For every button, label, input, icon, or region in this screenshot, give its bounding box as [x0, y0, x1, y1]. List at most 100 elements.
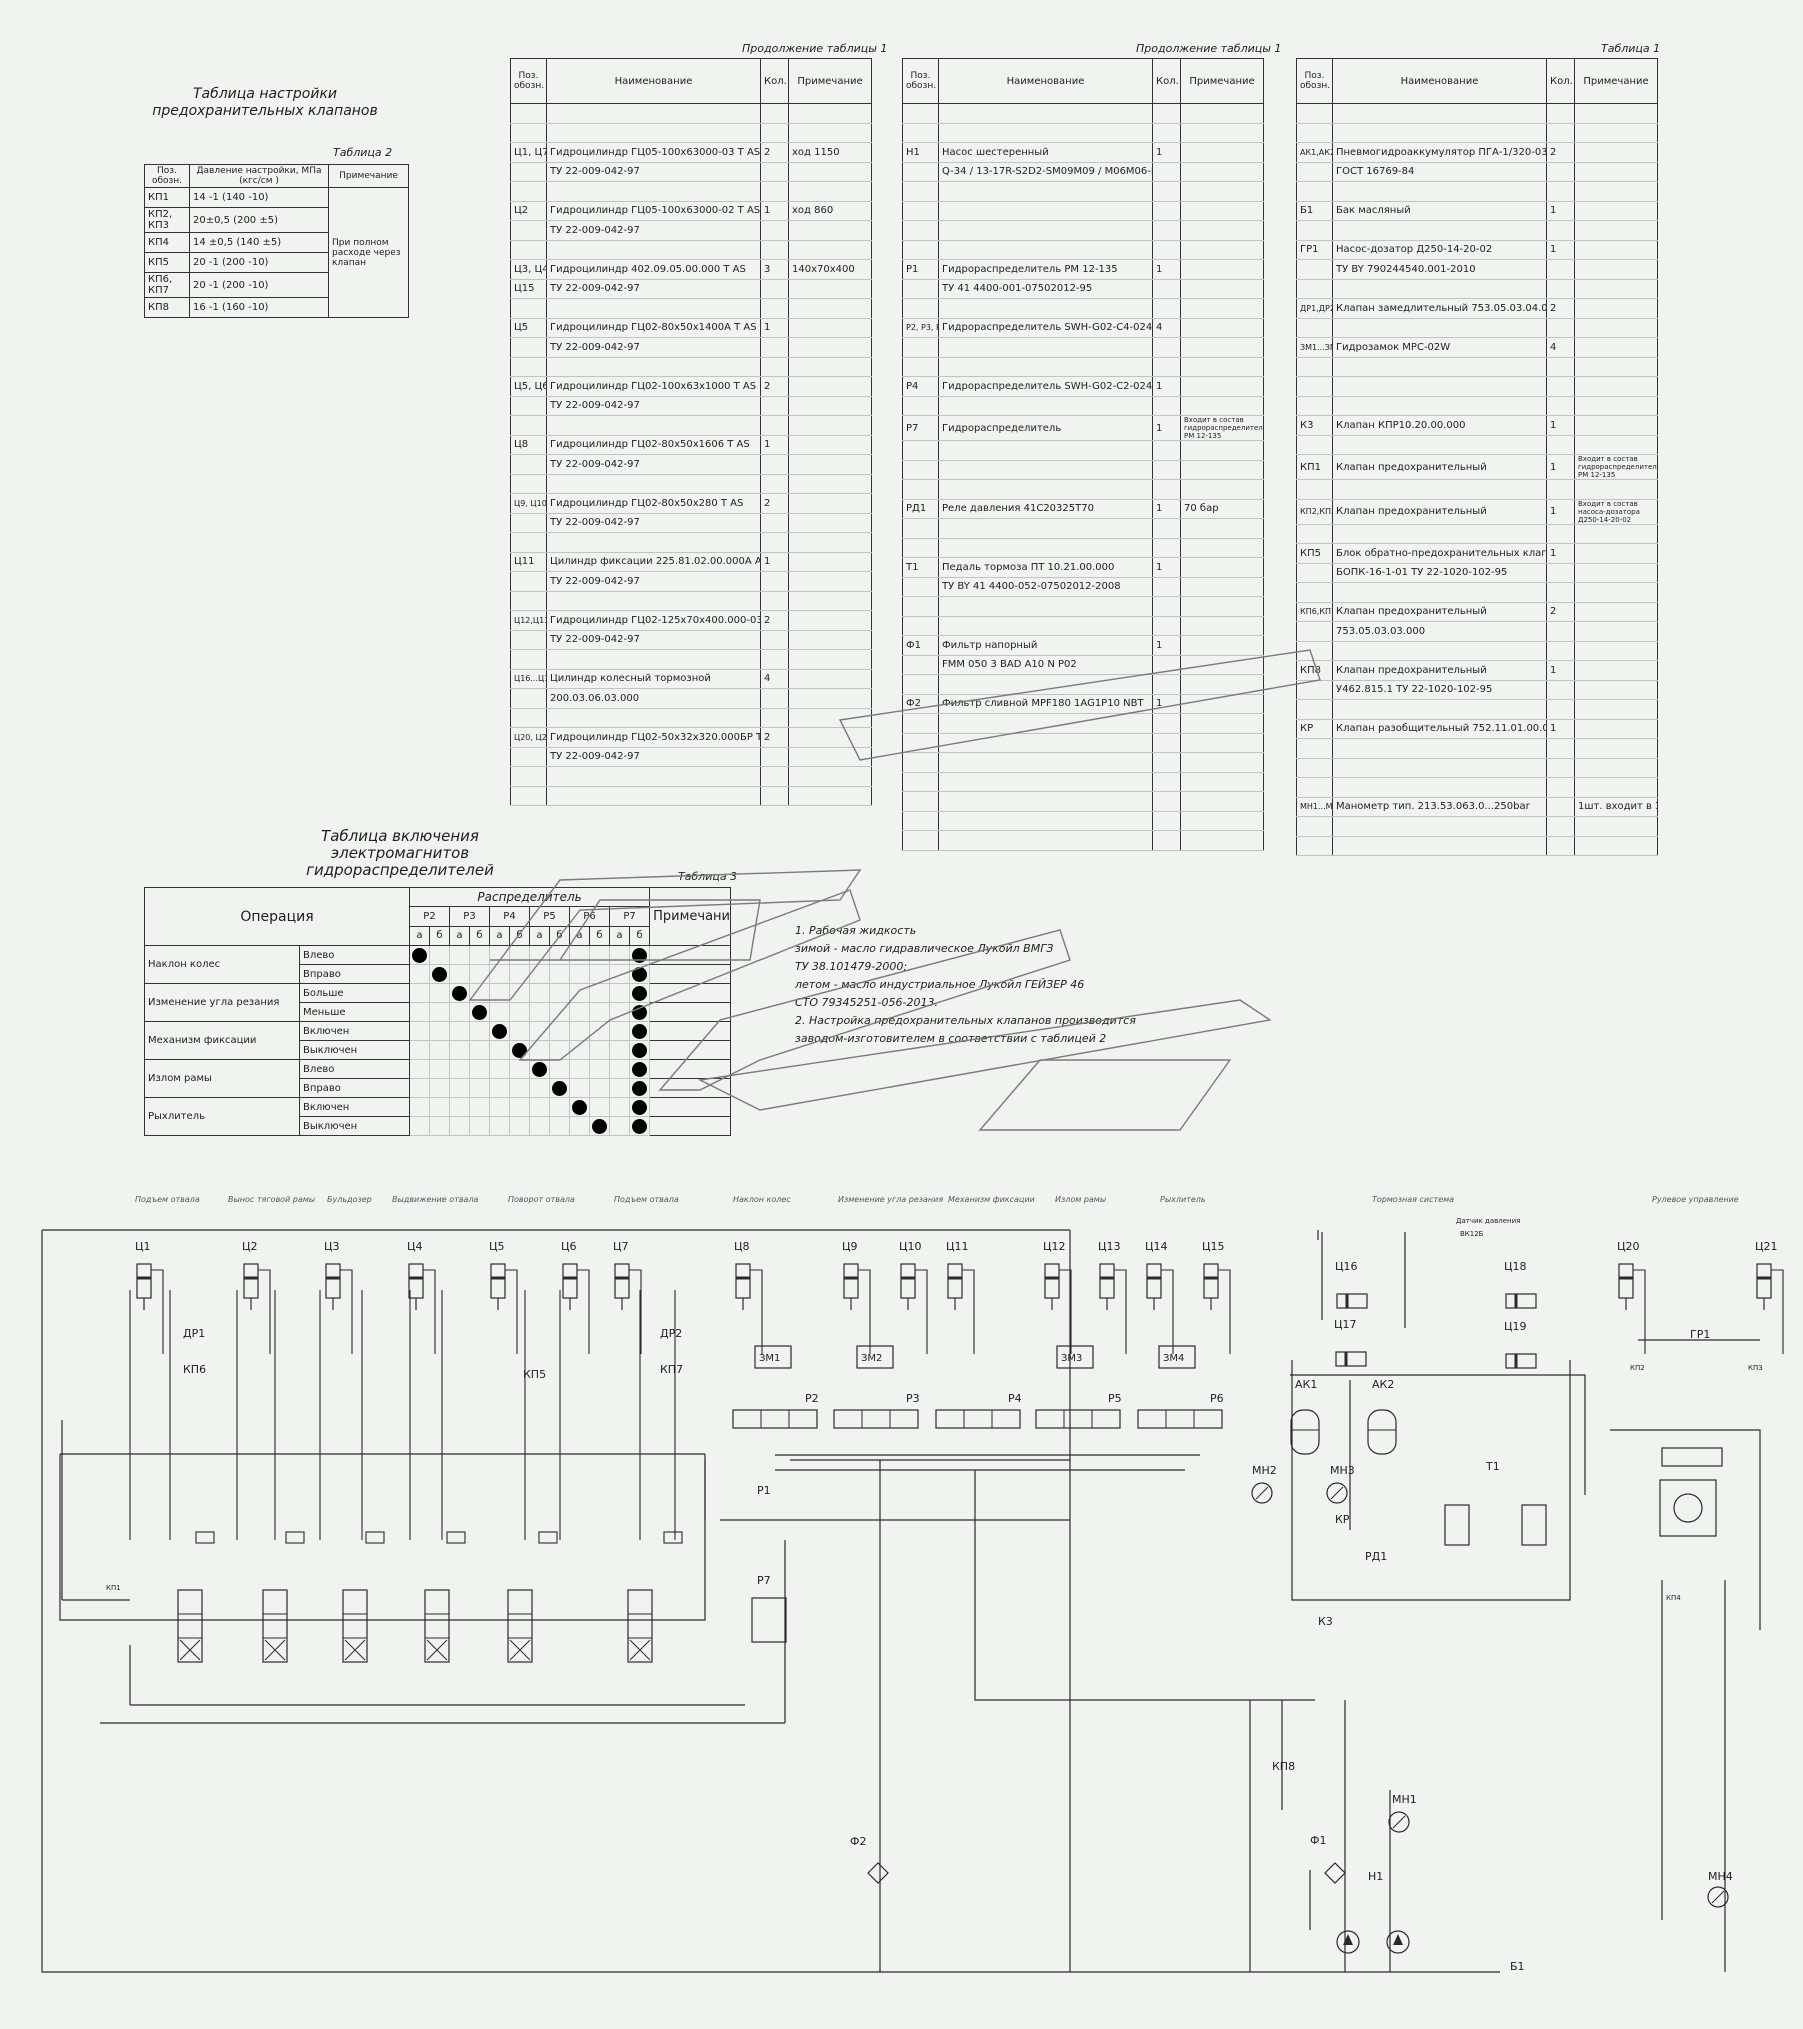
cylinder-label: Ц3: [324, 1240, 340, 1253]
hydraulic-cylinder-icon: [325, 1263, 341, 1299]
spec-note: Входит в состав гидрораспределителя РМ 1…: [1180, 415, 1264, 441]
section-header: Подъем отвала: [614, 1195, 679, 1204]
schematic-line: [915, 1269, 928, 1354]
hydraulic-cylinder-icon: [614, 1263, 630, 1299]
component-label: P7: [757, 1574, 771, 1587]
section-header: Наклон колес: [733, 1195, 791, 1204]
watermark-logo: [468, 649, 1321, 1131]
cylinder-label: Ц18: [1504, 1260, 1527, 1273]
component-label: МН2: [1252, 1464, 1277, 1477]
spec-note: Входит в состав насоса-дозатора Д250-14-…: [1574, 498, 1658, 525]
cylinder-label: Ц15: [1202, 1240, 1225, 1253]
hydraulic-cylinder-icon: [947, 1263, 963, 1299]
solenoid-valve-icon: [732, 1409, 818, 1429]
schematic-line: [423, 1269, 436, 1354]
valve-label: P6: [1210, 1392, 1224, 1405]
component-label: К3: [1318, 1615, 1333, 1628]
cylinder-label: Ц21: [1755, 1240, 1778, 1253]
hydraulic-cylinder-icon: [843, 1263, 859, 1299]
t3-active-dot: [632, 1042, 648, 1058]
spec-name: Клапан предохранительный: [1332, 454, 1547, 480]
t3-mark-cell: [628, 1078, 651, 1098]
t3-active-dot: [632, 1023, 648, 1039]
cylinder-label: Ц8: [734, 1240, 750, 1253]
t3-active-dot: [432, 966, 447, 982]
schematic-line: [1114, 1269, 1127, 1354]
schematic-line: [629, 1269, 642, 1354]
t3-ab: а: [609, 925, 630, 947]
t3-mark-cell: [628, 1021, 651, 1041]
cross-arrow-icon: [629, 1639, 651, 1661]
table1c-caption: Таблица 1: [1601, 42, 1661, 55]
pressure-gauge-icon: [1707, 1886, 1729, 1908]
cross-arrow-icon: [264, 1639, 286, 1661]
directional-valve-icon: [507, 1589, 533, 1663]
t3-active-dot: [632, 966, 648, 982]
shuttle-valve-icon: [538, 1531, 558, 1544]
cylinder-label: Ц7: [613, 1240, 629, 1253]
solenoid-valve-icon: [1137, 1409, 1223, 1429]
schematic-line: [577, 1269, 590, 1354]
cylinder-label: Ц14: [1145, 1240, 1168, 1253]
component-label: КП8: [1272, 1760, 1295, 1773]
component-label: КП2: [1630, 1364, 1645, 1372]
spec-note: [1574, 835, 1658, 856]
gauge-needle: [1711, 1890, 1725, 1904]
solenoid-valve-icon: [833, 1409, 919, 1429]
spec-header: Кол.: [1152, 58, 1181, 104]
section-header: Вынос тяговой рамы: [228, 1195, 315, 1204]
steering-unit-icon: [1659, 1479, 1717, 1537]
schematic-line: [340, 1269, 353, 1354]
steering-valve-icon: [1661, 1447, 1723, 1467]
schematic-line: [505, 1269, 518, 1354]
directional-valve-icon: [424, 1589, 450, 1663]
schematic-line: [750, 1269, 763, 1354]
cylinder-label: Ц20: [1617, 1240, 1640, 1253]
steering-motor-icon: [1673, 1493, 1703, 1523]
section-header: Рыхлитель: [1160, 1195, 1206, 1204]
hydraulic-cylinder-icon: [1756, 1263, 1772, 1299]
schematic-line: [962, 1269, 975, 1354]
pressure-gauge-icon: [1326, 1482, 1348, 1504]
section-header: Изменение угла резания: [838, 1195, 943, 1204]
spec-header: Поз. обозн.: [902, 58, 939, 104]
directional-valve-icon: [262, 1589, 288, 1663]
spec-header: Наименование: [938, 58, 1153, 104]
hydraulic-cylinder-icon: [1146, 1263, 1162, 1299]
section-header: Поворот отвала: [508, 1195, 575, 1204]
cylinder-label: Ц1: [135, 1240, 151, 1253]
cylinder-label: Ц6: [561, 1240, 577, 1253]
hydraulic-cylinder-icon: [1099, 1263, 1115, 1299]
component-label: ДР1: [183, 1327, 205, 1340]
component-label: МН1: [1392, 1793, 1417, 1806]
pump-arrow: [1343, 1934, 1353, 1945]
t3-active-dot: [632, 1118, 648, 1134]
t3-active-dot: [632, 1099, 648, 1115]
directional-valve-icon: [627, 1589, 653, 1663]
t3-active-dot: [512, 1042, 527, 1058]
spec-qty: 1: [1546, 454, 1575, 480]
brake-cylinder-icon: [1505, 1353, 1537, 1369]
lock-label: ЗМ2: [861, 1353, 882, 1364]
hydraulic-cylinder-icon: [900, 1263, 916, 1299]
component-label: РД1: [1365, 1550, 1387, 1563]
directional-valve-icon: [177, 1589, 203, 1663]
spec-header: Поз. обозн.: [1296, 58, 1333, 104]
spec-note: Входит в состав гидрораспределителя РМ 1…: [1574, 454, 1658, 480]
component-label: ВК12Б: [1460, 1230, 1484, 1238]
t2-note: При полном расходе через клапан: [328, 187, 409, 318]
cross-arrow-icon: [426, 1639, 448, 1661]
t3-active-dot: [452, 985, 467, 1001]
pump-icon: [1336, 1930, 1360, 1954]
component-label: АК1: [1295, 1378, 1317, 1391]
shuttle-valve-icon: [663, 1531, 683, 1544]
cross-arrow-icon: [179, 1639, 201, 1661]
t3-operation: Наклон колес: [144, 945, 300, 984]
component-label: Ф1: [1310, 1834, 1326, 1847]
t3-active-dot: [492, 1023, 507, 1039]
t3-mark-cell: [628, 1059, 651, 1079]
section-header: Бульдозер: [327, 1195, 372, 1204]
